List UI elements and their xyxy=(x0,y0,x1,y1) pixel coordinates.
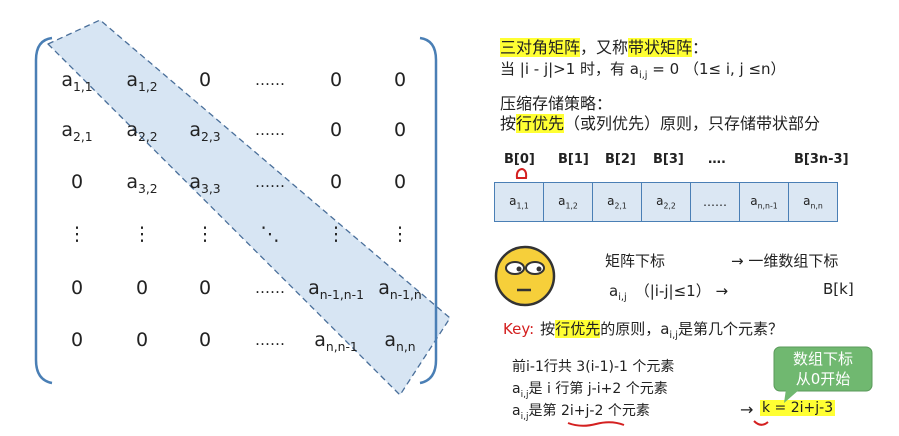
matrix-cell: ⋮ xyxy=(390,223,410,245)
matrix-cell: 0 xyxy=(70,171,84,193)
result-formula: k = 2i+j-3 xyxy=(760,400,836,416)
array-index-2: B[2] xyxy=(605,152,636,167)
matrix-cell: …… xyxy=(255,331,285,349)
position-expression: 2i+j-2 xyxy=(561,403,604,419)
matrix-cell: 0 xyxy=(329,69,343,91)
mapping-element: ai,j（|i-j|≤1） → xyxy=(609,282,729,303)
array-cell: …… xyxy=(690,182,740,222)
matrix-cell: …… xyxy=(255,173,285,191)
array-index-ellipsis: …. xyxy=(708,152,726,167)
matrix-cell: 0 xyxy=(198,69,212,91)
matrix-cell: ⋮ xyxy=(67,223,87,245)
matrix-cell: 0 xyxy=(393,171,407,193)
rule-highlight: 行优先 xyxy=(516,114,565,133)
matrix-cell: ⋮ xyxy=(195,223,215,245)
key-highlight: 行优先 xyxy=(555,320,601,338)
matrix-cell: ⋮ xyxy=(132,223,152,245)
matrix-cell: a2,2 xyxy=(126,119,158,144)
mapping-right-label: → 一维数组下标 xyxy=(731,252,839,270)
array-index-1: B[1] xyxy=(558,152,589,167)
matrix-cell: 0 xyxy=(198,329,212,351)
callout-text-2: 从0开始 xyxy=(795,370,851,388)
result-arrow: → xyxy=(740,400,754,419)
matrix-cell: …… xyxy=(255,71,285,89)
matrix-cell: 0 xyxy=(329,119,343,141)
matrix-cell: a2,3 xyxy=(189,119,221,144)
rule-line: 按行优先（或列优先）原则，只存储带状部分 xyxy=(500,114,821,133)
array-cell: an,n xyxy=(788,182,838,222)
matrix-cell: an,n xyxy=(384,329,416,354)
matrix-cell: a3,3 xyxy=(189,171,221,196)
right-bracket xyxy=(419,36,438,385)
title-highlight-band: 带状矩阵 xyxy=(628,38,693,57)
matrix-cell: 0 xyxy=(70,329,84,351)
array-cell: a1,1 xyxy=(494,182,544,222)
matrix-cell: …… xyxy=(255,121,285,139)
callout-text-1: 数组下标 xyxy=(792,350,853,368)
matrix-cell: a2,1 xyxy=(61,119,93,144)
matrix-cell: an-1,n xyxy=(378,277,422,302)
mapping-left-label: 矩阵下标 xyxy=(605,252,666,270)
array-cell: a2,1 xyxy=(592,182,642,222)
matrix-cell: an,n-1 xyxy=(314,329,358,354)
matrix-cell: a3,2 xyxy=(126,171,158,196)
index-marker xyxy=(515,167,528,179)
array-index-3: B[3] xyxy=(653,152,684,167)
title-highlight-tridiagonal: 三对角矩阵 xyxy=(500,38,581,57)
title-line: 三对角矩阵，又称带状矩阵： xyxy=(500,38,709,57)
mapping-target: B[k] xyxy=(823,280,854,298)
matrix-cell: 0 xyxy=(393,119,407,141)
matrix-cell: 0 xyxy=(329,171,343,193)
thinking-face-icon xyxy=(494,245,556,307)
left-bracket xyxy=(34,36,53,385)
key-line: Key:按行优先的原则，ai,j是第几个元素？ xyxy=(503,320,783,341)
result-underline xyxy=(753,420,769,426)
key-label: Key: xyxy=(503,320,535,338)
derivation-line-3: ai,j是第 2i+j-2 个元素 xyxy=(512,403,650,422)
matrix-cell: a1,1 xyxy=(61,69,93,94)
matrix-graphics xyxy=(34,19,451,396)
matrix-cell: ⋱ xyxy=(260,223,280,245)
array-index-last: B[3n-3] xyxy=(794,152,849,167)
expression-underline xyxy=(567,421,625,427)
matrix-cell: an-1,n-1 xyxy=(308,277,364,302)
condition-line: 当 |i - j|>1 时，有 ai,j = 0 （1≤ i, j ≤n） xyxy=(500,60,786,81)
strategy-label: 压缩存储策略： xyxy=(500,94,613,113)
matrix-cell: …… xyxy=(255,279,285,297)
derivation-line-2: ai,j是 i 行第 j-i+2 个元素 xyxy=(512,381,668,400)
array-cell: an,n-1 xyxy=(739,182,789,222)
array-cell: a2,2 xyxy=(641,182,691,222)
matrix-cell: 0 xyxy=(393,69,407,91)
array-cell: a1,2 xyxy=(543,182,593,222)
derivation-line-1: 前i-1行共 3(i-1)-1 个元素 xyxy=(512,359,675,375)
band-region xyxy=(47,19,451,396)
matrix-cell: 0 xyxy=(135,329,149,351)
matrix-cell: 0 xyxy=(198,277,212,299)
matrix-cell: 0 xyxy=(135,277,149,299)
matrix-cell: ⋮ xyxy=(326,223,346,245)
callout-bubble xyxy=(773,346,873,403)
array-index-0: B[0] xyxy=(504,152,535,167)
matrix-cell: 0 xyxy=(70,277,84,299)
matrix-cell: a1,2 xyxy=(126,69,158,94)
